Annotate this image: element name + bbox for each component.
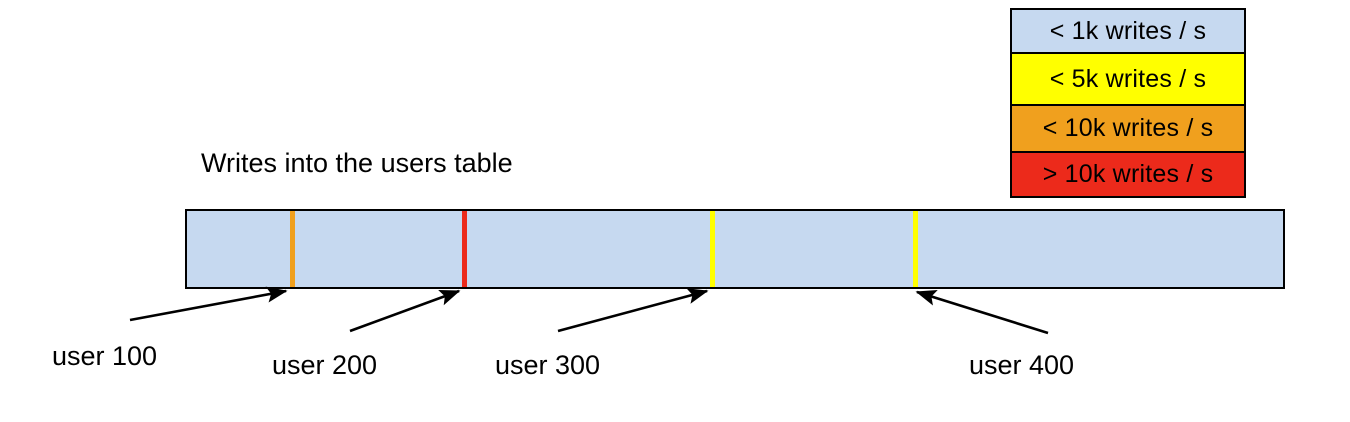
callout-label-user-100: user 100 <box>52 341 158 371</box>
arrow-user-300 <box>557 288 709 333</box>
arrow-user-100 <box>129 286 288 322</box>
marker-user-100 <box>290 211 295 287</box>
legend-row-under-10k: < 10k writes / s <box>1012 106 1244 153</box>
users-table-keyspace-band <box>185 209 1285 289</box>
callout-label-user-300: user 300 <box>495 350 601 380</box>
arrow-user-200 <box>349 289 461 333</box>
chart-title: Writes into the users table <box>201 148 513 178</box>
legend-row-over-10k: > 10k writes / s <box>1012 153 1244 196</box>
arrow-user-400 <box>915 290 1049 335</box>
callout-label-user-200: user 200 <box>272 350 378 380</box>
marker-user-400 <box>913 211 918 287</box>
legend-row-under-5k: < 5k writes / s <box>1012 54 1244 106</box>
legend-label-under-10k: < 10k writes / s <box>1042 114 1214 142</box>
marker-user-200 <box>462 211 467 287</box>
write-rate-legend: < 1k writes / s < 5k writes / s < 10k wr… <box>1010 8 1246 198</box>
marker-user-300 <box>710 211 715 287</box>
legend-label-under-5k: < 5k writes / s <box>1049 64 1207 93</box>
legend-label-over-10k: > 10k writes / s <box>1042 160 1214 188</box>
legend-row-under-1k: < 1k writes / s <box>1012 10 1244 54</box>
legend-label-under-1k: < 1k writes / s <box>1049 16 1207 45</box>
callout-label-user-400: user 400 <box>969 350 1075 380</box>
